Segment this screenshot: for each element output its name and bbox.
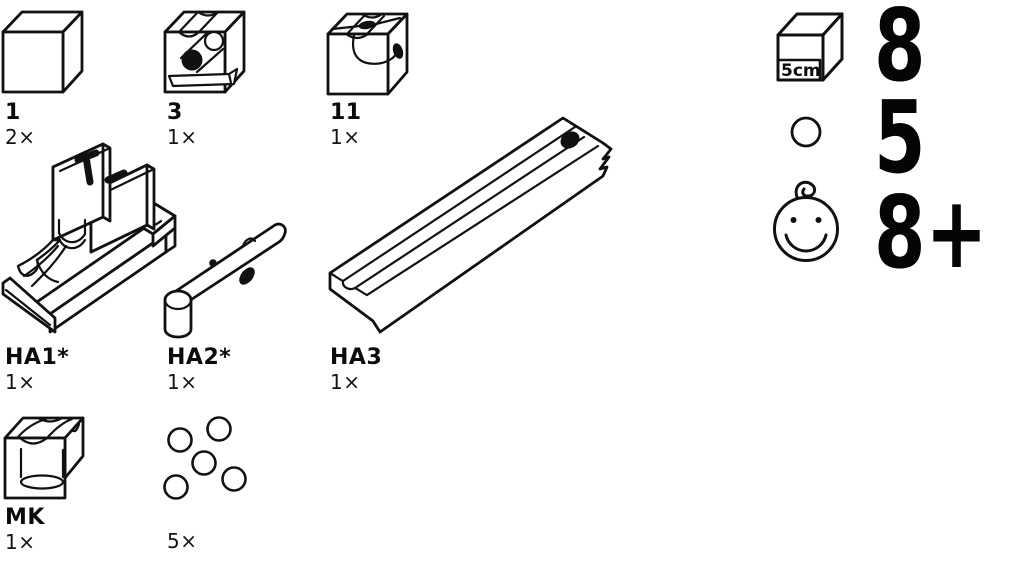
cube-size-label: 5cm (781, 61, 821, 81)
cube-tunnel-ball-icon (163, 10, 246, 94)
marble-spec-icon (790, 116, 822, 148)
marble-catcher-icon (3, 416, 85, 500)
plain-cube-icon (1, 10, 84, 94)
launcher-base-icon (1, 142, 177, 334)
part-name: 3 (167, 100, 183, 125)
part-label-ha3: HA3 1× (330, 345, 382, 394)
part-count: 5× (167, 529, 198, 553)
part-label-1: 1 2× (5, 100, 35, 149)
part-count: 1× (167, 370, 198, 394)
launcher-stick-icon (163, 222, 287, 339)
part-name: 1 (5, 100, 21, 125)
part-count: 1× (330, 125, 361, 149)
age-rating: 8+ (874, 174, 988, 291)
part-name: MK (5, 505, 45, 530)
cube-cross-channel-icon (326, 12, 409, 96)
part-label-mk: MK 1× (5, 505, 45, 554)
marble-count: 5 (874, 79, 926, 196)
part-label-11: 11 1× (330, 100, 362, 149)
part-count: 2× (5, 125, 36, 149)
part-count: 1× (5, 530, 36, 554)
part-name: 11 (330, 100, 362, 125)
child-face-icon (773, 180, 839, 262)
part-count: 1× (5, 370, 36, 394)
part-count: 1× (330, 370, 361, 394)
ramp-rail-icon (328, 116, 613, 334)
cube-size-icon: 5cm (776, 12, 844, 82)
cube-count: 8 (874, 0, 926, 104)
part-label-marbles: 5× (167, 529, 197, 553)
part-label-ha1: HA1* 1× (5, 345, 69, 394)
part-count: 1× (167, 125, 198, 149)
part-name: HA3 (330, 345, 383, 370)
marbles-icon (163, 416, 247, 500)
part-name: HA1* (5, 345, 70, 370)
part-label-ha2: HA2* 1× (167, 345, 231, 394)
part-label-3: 3 1× (167, 100, 197, 149)
part-name: HA2* (167, 345, 232, 370)
